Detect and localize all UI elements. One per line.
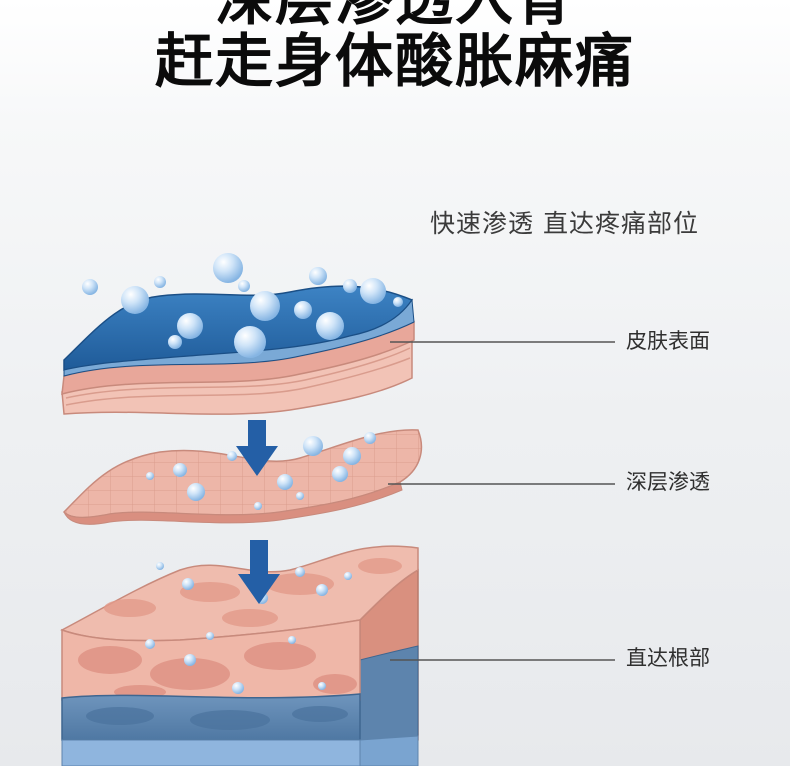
bubbles-root xyxy=(145,562,352,694)
layer-skin-surface xyxy=(61,285,415,415)
headline-line-1: 深层渗透入骨 xyxy=(0,0,790,28)
arrow-down-icon xyxy=(236,420,278,476)
bubbles-surface xyxy=(82,253,403,358)
label-deep-penetration: 深层渗透 xyxy=(626,470,710,494)
label-reach-root: 直达根部 xyxy=(626,646,710,670)
arrow-down-icon xyxy=(238,540,280,604)
layer-root-block xyxy=(60,545,419,766)
bubbles-deep xyxy=(146,432,376,510)
headline-line-2: 赶走身体酸胀麻痛 xyxy=(154,27,635,95)
label-skin-surface: 皮肤表面 xyxy=(626,329,710,353)
tagline: 快速渗透 直达疼痛部位 xyxy=(430,209,699,238)
layer-deep-membrane xyxy=(62,429,423,525)
